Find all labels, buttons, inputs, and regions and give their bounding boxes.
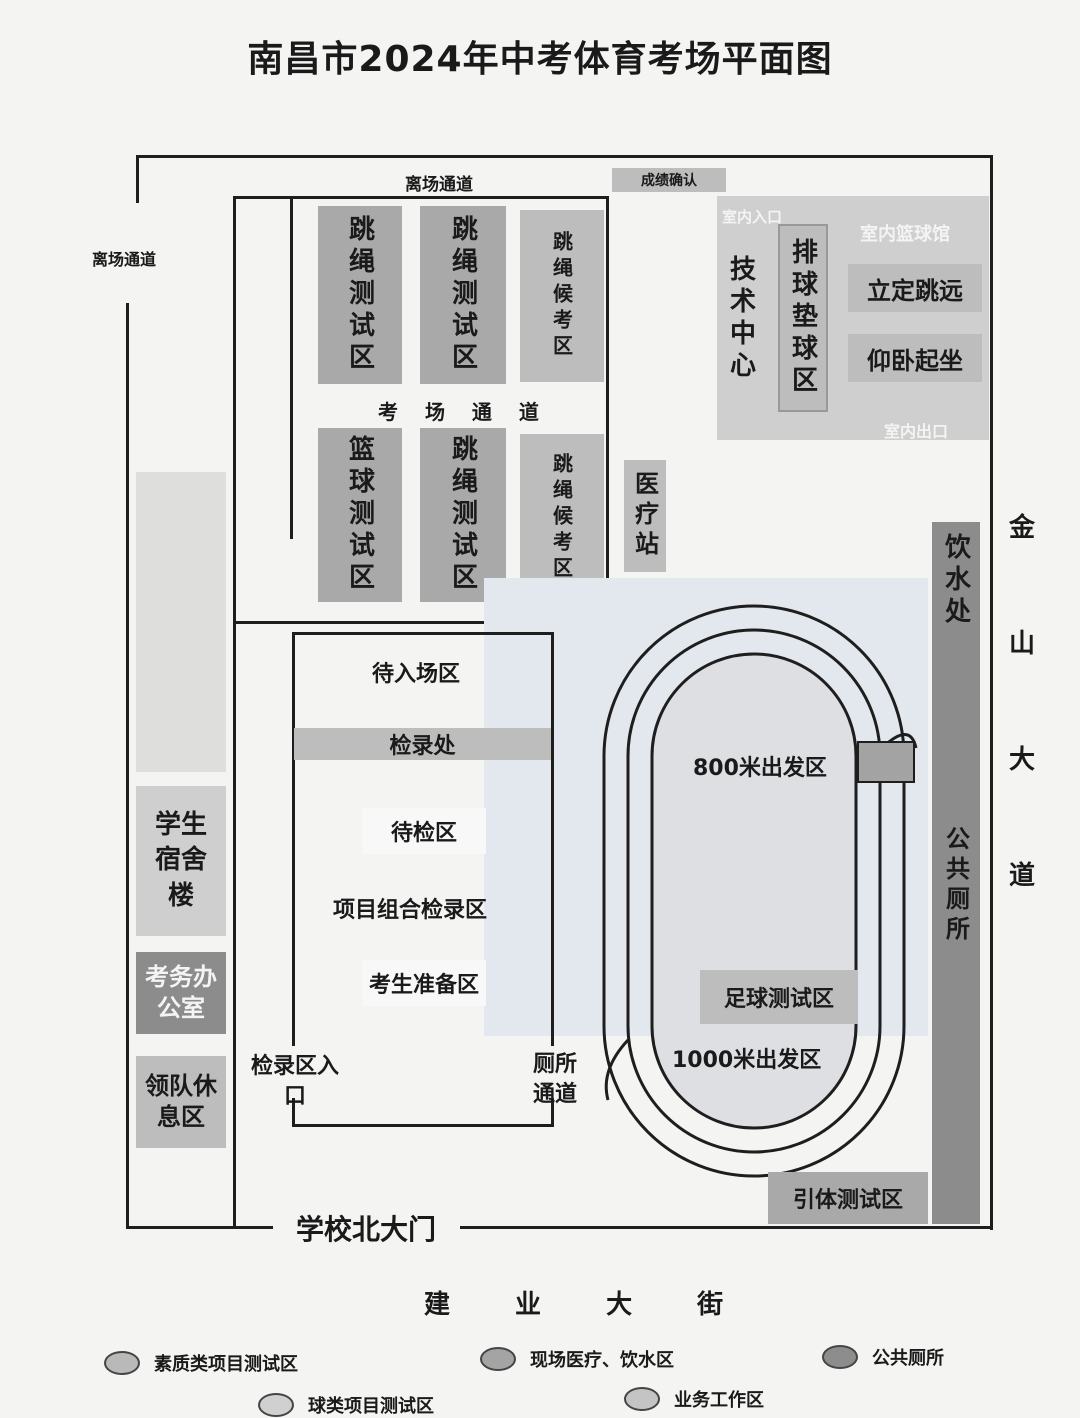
track-outer-lane [602, 604, 906, 1178]
start-1000-label: 1000米出发区 [672, 1048, 822, 1073]
start-800-label: 800米出发区 [693, 756, 827, 781]
rope-test-zone-1: 跳绳测试区 [318, 206, 402, 384]
legend-label-ball: 球类项目测试区 [308, 1396, 434, 1417]
track-inner-lane [626, 628, 882, 1154]
bottom-border-right [460, 1226, 993, 1229]
upper-block-top [233, 196, 608, 199]
public-toilet: 公共厕所 [941, 826, 970, 946]
rope-test-zone-3: 跳绳测试区 [420, 428, 506, 602]
jianye-street-label: 建 业 大 街 [424, 1290, 752, 1320]
water-station: 饮水处 [940, 533, 971, 629]
legend-swatch-toilet [822, 1345, 858, 1369]
exam-passage-label: 考 场 通 道 [378, 400, 549, 424]
indoor-gym-label: 室内篮球馆 [860, 224, 950, 245]
student-dorm: 学生宿舍楼 [136, 786, 226, 936]
long-jump-zone: 立定跳远 [848, 264, 982, 312]
toilet-passage-label: 厕所通道 [532, 1052, 577, 1107]
checkin-desk: 检录处 [294, 728, 551, 760]
start-800-marker [857, 741, 915, 783]
legend-label-toilet: 公共厕所 [872, 1348, 944, 1369]
leader-rest-area: 领队休息区 [136, 1056, 226, 1148]
left-strip-upper [136, 472, 226, 772]
legend-swatch-work [624, 1387, 660, 1411]
exam-office: 考务办公室 [136, 952, 226, 1034]
upper-block-inner-line [290, 199, 293, 539]
volleyball-zone: 排球垫球区 [778, 224, 828, 412]
legend-item-fitness: 素质类项目测试区 [104, 1350, 298, 1376]
legend-swatch-medical [480, 1347, 516, 1371]
indoor-entry-label: 室内入口 [722, 208, 783, 226]
sit-ups-zone: 仰卧起坐 [848, 334, 982, 382]
indoor-exit-label: 室内出口 [884, 422, 949, 441]
legend-label-work: 业务工作区 [674, 1390, 764, 1411]
pullup-test-zone: 引体测试区 [768, 1172, 928, 1224]
outer-left-border [126, 303, 129, 1228]
tech-center-zone: 技术中心 [725, 255, 756, 383]
page-title: 南昌市2024年中考体育考场平面图 [247, 39, 833, 80]
checkin-block-right-low [551, 1098, 554, 1127]
checkin-block-bottom [292, 1124, 554, 1127]
track-curve-left [604, 1038, 630, 1101]
combo-checkin-zone: 项目组合检录区 [333, 898, 488, 923]
checkin-entry-label: 检录区入口 [250, 1054, 339, 1109]
legend-swatch-ball [258, 1393, 294, 1417]
legend-label-medical: 现场医疗、饮水区 [530, 1350, 674, 1371]
prep-zone: 考生准备区 [362, 960, 486, 1006]
bottom-border-left [126, 1226, 273, 1229]
legend-item-work: 业务工作区 [624, 1386, 764, 1412]
running-track [602, 604, 918, 1178]
legend-label-fitness: 素质类项目测试区 [154, 1354, 298, 1375]
outer-right-border [990, 155, 993, 1230]
upper-block-right [606, 196, 609, 623]
legend-item-medical: 现场医疗、饮水区 [480, 1346, 674, 1372]
water-toilet-strip [932, 522, 980, 1224]
upper-block-bottom [233, 621, 608, 624]
basketball-test-zone: 篮球测试区 [318, 428, 402, 602]
results-confirm-zone: 成绩确认 [612, 168, 726, 192]
indoor-gym-block [717, 196, 989, 440]
jinshan-road-label: 金山大道 [1004, 513, 1035, 977]
waiting-entry-zone: 待入场区 [372, 662, 461, 687]
waiting-check-zone: 待检区 [362, 808, 486, 854]
football-test-zone: 足球测试区 [700, 970, 858, 1024]
legend-swatch-fitness [104, 1351, 140, 1375]
school-north-gate: 学校北大门 [290, 1208, 443, 1248]
rope-wait-zone-1: 跳绳候考区 [520, 210, 604, 382]
rope-test-zone-2: 跳绳测试区 [420, 206, 506, 384]
checkin-block-top [292, 632, 554, 635]
medical-station: 医疗站 [624, 460, 666, 572]
top-exit-passage-label: 离场通道 [405, 175, 473, 195]
checkin-block-right [551, 632, 554, 1046]
rope-wait-zone-2: 跳绳候考区 [520, 434, 604, 602]
checkin-block-left-low [292, 1098, 295, 1127]
outer-left-border-top [136, 155, 139, 203]
left-exit-passage-label: 离场通道 [92, 250, 157, 269]
legend-item-toilet: 公共厕所 [822, 1344, 944, 1370]
outer-top-border [136, 155, 993, 158]
legend-item-ball: 球类项目测试区 [258, 1392, 434, 1418]
checkin-block-left [292, 632, 295, 1046]
inner-left-border [233, 196, 236, 1228]
